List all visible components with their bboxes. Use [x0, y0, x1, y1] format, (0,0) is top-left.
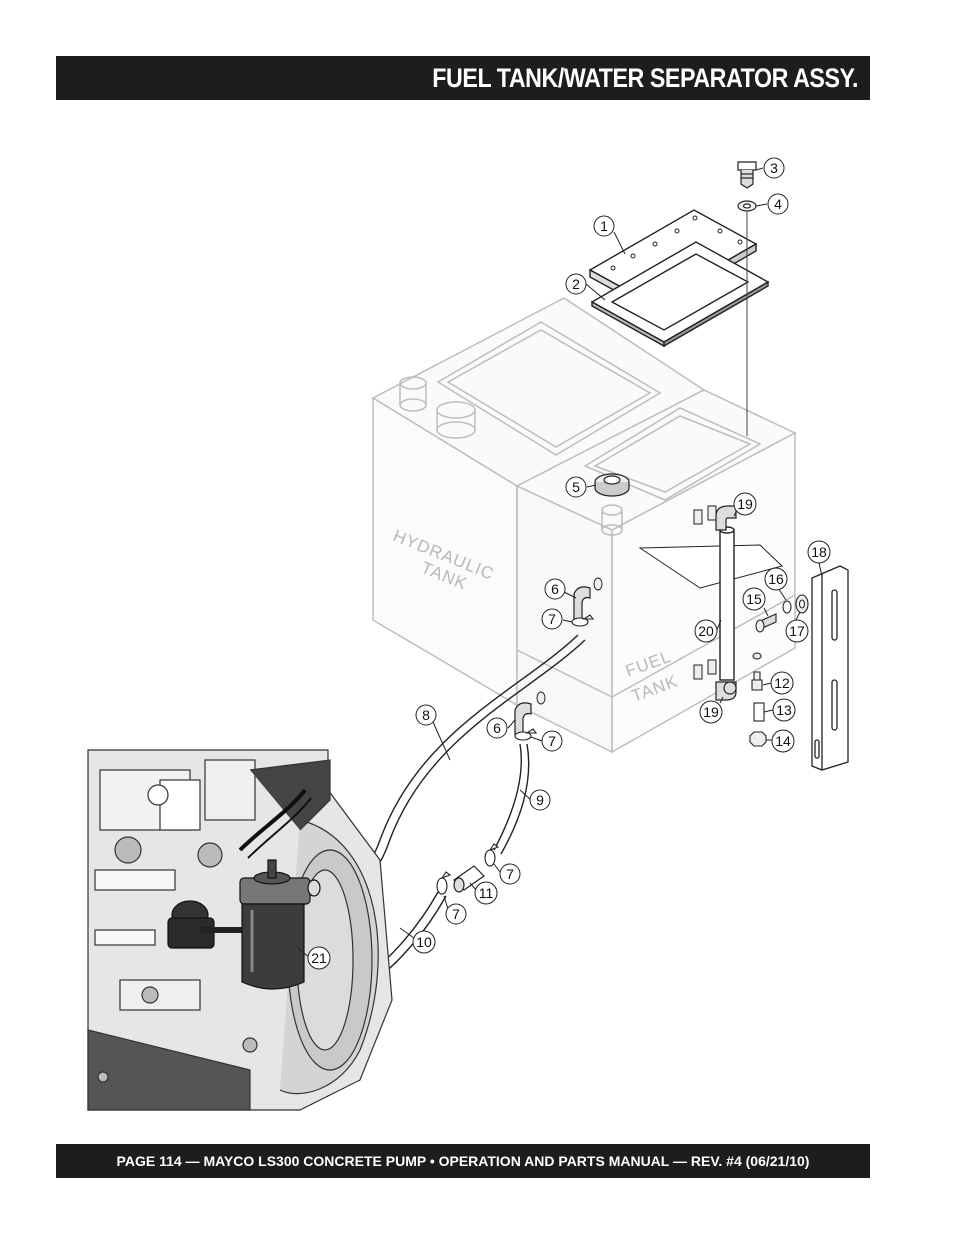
inline-filter — [453, 865, 485, 893]
elbow-fitting-lower — [715, 681, 737, 701]
callout-7c-text: 7 — [506, 866, 514, 882]
callout-8: 8 — [415, 704, 437, 726]
mount-hardware — [755, 594, 809, 633]
callout-20: 20 — [694, 619, 718, 643]
mounting-bracket — [811, 565, 849, 771]
callout-16: 16 — [764, 567, 788, 591]
elbow-fitting-upper — [715, 505, 737, 531]
callout-17-text: 17 — [789, 623, 805, 639]
hydraulic-tank — [371, 297, 706, 707]
water-separator — [239, 859, 311, 990]
page-title: FUEL TANK/WATER SEPARATOR ASSY. — [432, 63, 858, 93]
callout-16-text: 16 — [768, 571, 784, 587]
callout-19a: 19 — [733, 492, 757, 516]
leader-lines — [297, 167, 823, 959]
callout-20-text: 20 — [698, 623, 714, 639]
callout-6a: 6 — [544, 578, 566, 600]
callout-14-text: 14 — [775, 733, 791, 749]
callout-6a-text: 6 — [551, 581, 559, 597]
footer-bar: PAGE 114 — MAYCO LS300 CONCRETE PUMP • O… — [56, 1144, 870, 1178]
callout-19b: 19 — [699, 700, 723, 724]
callout-4: 4 — [767, 193, 789, 215]
callout-11: 11 — [474, 881, 498, 905]
callout-12-text: 12 — [774, 675, 790, 691]
callout-2: 2 — [565, 273, 587, 295]
callout-9-text: 9 — [536, 792, 544, 808]
callout-7d-text: 7 — [452, 906, 460, 922]
callout-13-text: 13 — [776, 702, 792, 718]
callout-5: 5 — [565, 476, 587, 498]
header-bar: FUEL TANK/WATER SEPARATOR ASSY. — [56, 56, 870, 100]
elbow-fittings-6 — [514, 586, 591, 735]
callouts: 1 2 3 4 5 6 7 8 6 7 9 7 11 7 10 21 12 13… — [307, 157, 831, 970]
footer-text: PAGE 114 — MAYCO LS300 CONCRETE PUMP • O… — [116, 1153, 810, 1169]
callout-19a-text: 19 — [737, 496, 753, 512]
bolt — [737, 161, 757, 189]
callout-7b-text: 7 — [548, 733, 556, 749]
sight-tube — [719, 526, 735, 681]
callout-10: 10 — [412, 930, 436, 954]
callout-13: 13 — [772, 698, 796, 722]
callout-7a: 7 — [541, 608, 563, 630]
callout-15-text: 15 — [746, 591, 762, 607]
callout-21: 21 — [307, 946, 331, 970]
hose-clamps — [436, 614, 595, 895]
callout-14: 14 — [771, 729, 795, 753]
callout-7b: 7 — [541, 730, 563, 752]
callout-9: 9 — [529, 789, 551, 811]
washer — [737, 200, 757, 212]
callout-4-text: 4 — [774, 196, 782, 212]
callout-3-text: 3 — [770, 160, 778, 176]
callout-1-text: 1 — [600, 218, 608, 234]
callout-3: 3 — [763, 157, 785, 179]
callout-7d: 7 — [445, 903, 467, 925]
callout-6b: 6 — [486, 717, 508, 739]
gasket — [590, 241, 770, 348]
callout-7a-text: 7 — [548, 611, 556, 627]
fuel-pump — [167, 879, 321, 949]
fuel-cap — [594, 473, 630, 497]
callout-1: 1 — [593, 215, 615, 237]
callout-17: 17 — [785, 619, 809, 643]
callout-19b-text: 19 — [703, 704, 719, 720]
callout-6b-text: 6 — [493, 720, 501, 736]
callout-15: 15 — [742, 587, 766, 611]
callout-7c: 7 — [499, 863, 521, 885]
callout-21-text: 21 — [311, 950, 327, 966]
callout-8-text: 8 — [422, 707, 430, 723]
callout-5-text: 5 — [572, 479, 580, 495]
callout-11-text: 11 — [479, 885, 494, 901]
callout-18: 18 — [807, 540, 831, 564]
callout-12: 12 — [770, 671, 794, 695]
tank-fittings — [536, 505, 717, 705]
callout-10-text: 10 — [416, 934, 432, 950]
callout-18-text: 18 — [811, 544, 827, 560]
callout-2-text: 2 — [572, 276, 580, 292]
drain-stack — [749, 652, 767, 747]
